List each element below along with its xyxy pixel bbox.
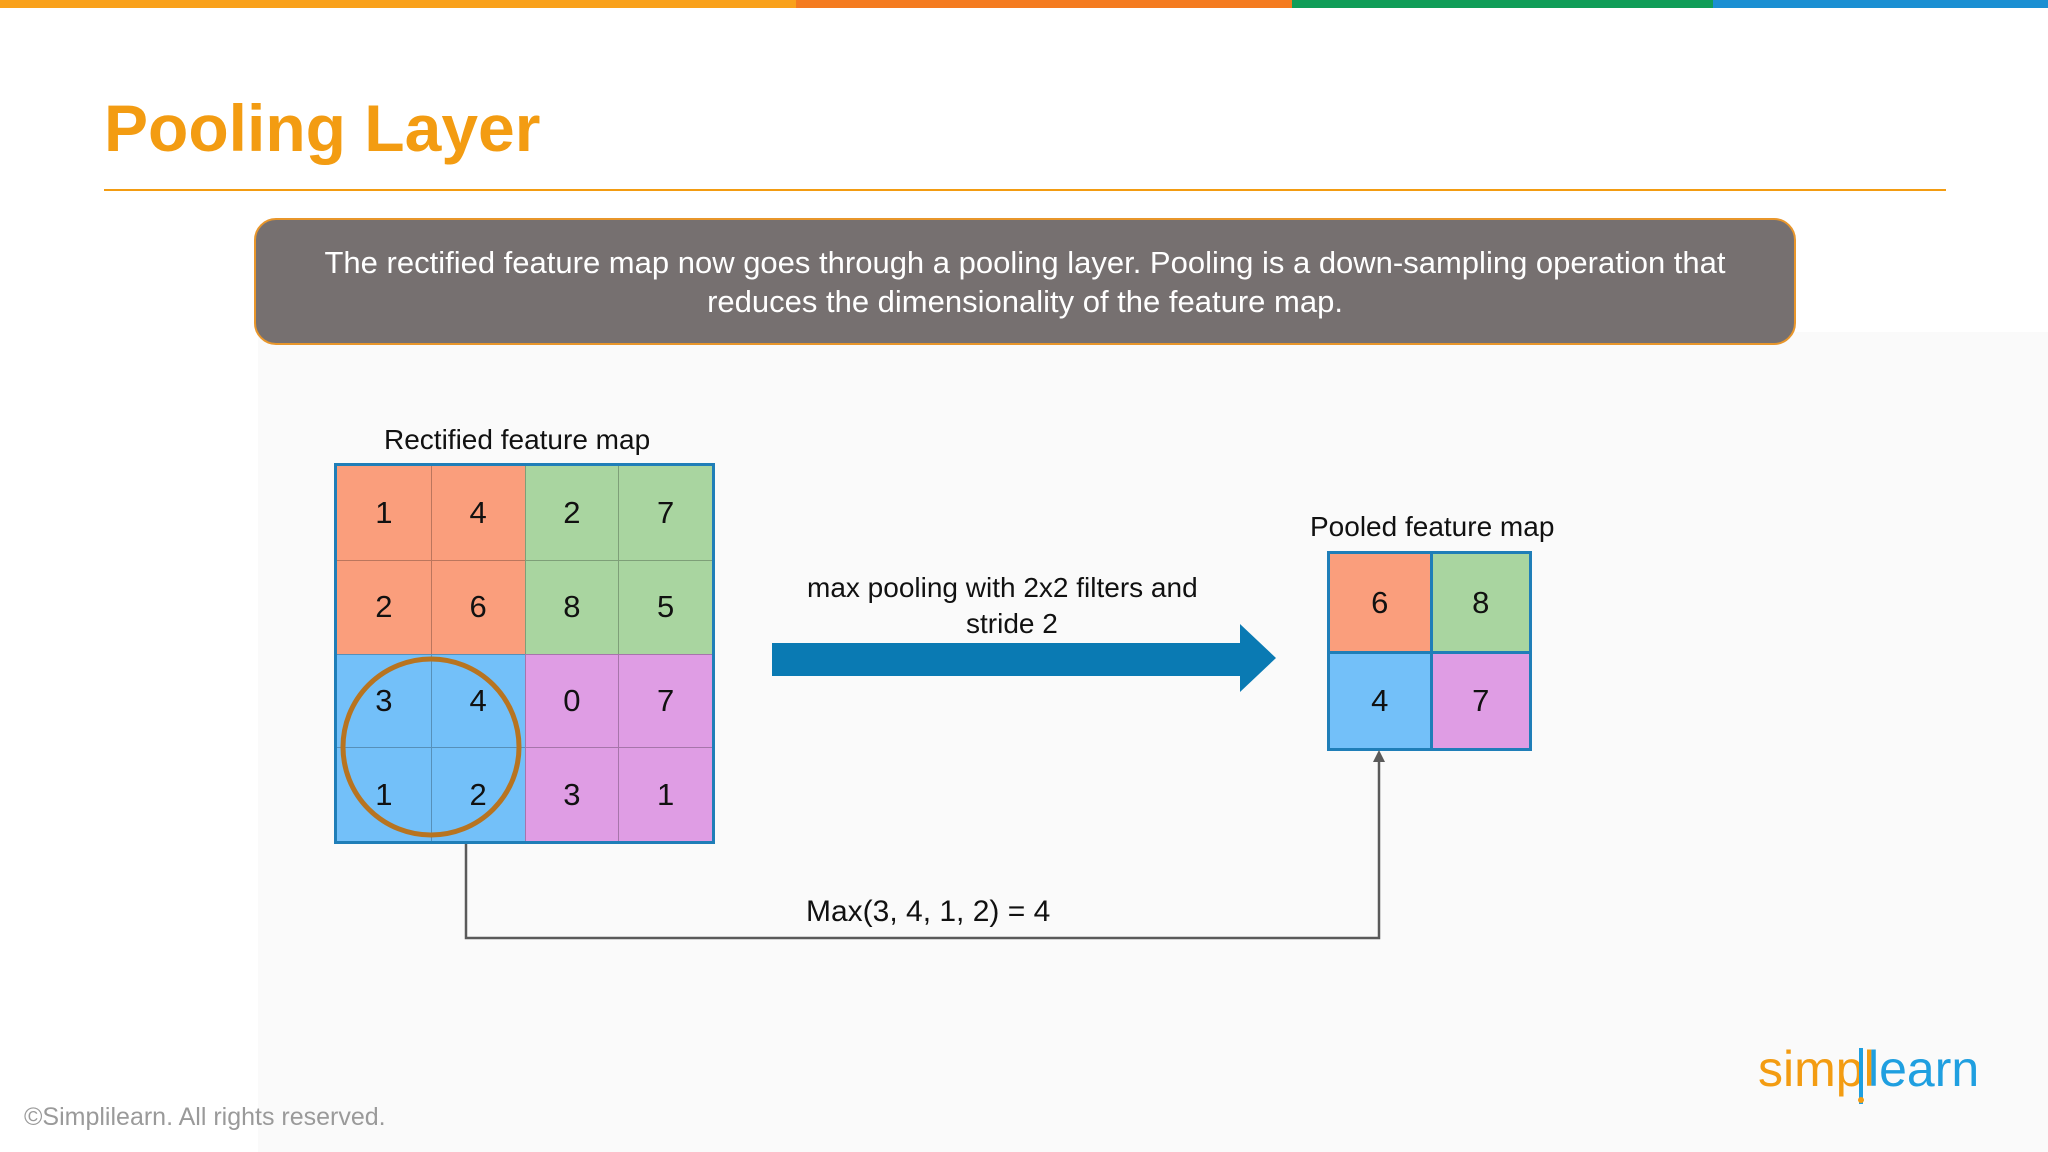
logo-text-learn: learn <box>1868 1041 1979 1097</box>
top-color-bar <box>0 0 2048 8</box>
pooled-cell: 4 <box>1330 651 1430 748</box>
pooling-window-highlight <box>340 656 522 838</box>
top-bar-segment-blue <box>1713 0 2048 8</box>
simplilearn-logo: simpl learn <box>1758 1040 1988 1110</box>
title-divider <box>104 189 1946 191</box>
logo-graphic: simpl learn <box>1758 1041 1979 1104</box>
rectified-cell: 5 <box>618 559 712 654</box>
callout-text: The rectified feature map now goes throu… <box>324 244 1726 319</box>
rectified-cell: 7 <box>618 466 712 560</box>
page-title: Pooling Layer <box>104 91 541 165</box>
logo-i-bar <box>1859 1048 1863 1104</box>
rectified-cell: 2 <box>337 559 431 654</box>
rectified-cell: 7 <box>618 653 712 748</box>
logo-text-simpl: simpl <box>1758 1041 1875 1097</box>
rectified-cell: 1 <box>618 747 712 841</box>
rectified-cell: 4 <box>430 653 525 748</box>
rectified-cell: 8 <box>524 559 619 654</box>
rectified-cell: 6 <box>430 559 525 654</box>
pooled-map-label: Pooled feature map <box>1310 511 1555 542</box>
logo-i-dot <box>1858 1097 1864 1103</box>
rectified-cell: 3 <box>337 653 431 748</box>
connector-arrowhead <box>1373 750 1385 762</box>
pooled-cell: 6 <box>1330 554 1430 651</box>
rectified-cell: 2 <box>430 747 525 841</box>
copyright-notice: ©Simplilearn. All rights reserved. <box>24 1103 386 1131</box>
top-bar-segment-orange <box>796 0 1292 8</box>
pooled-cell: 8 <box>1429 554 1529 651</box>
top-bar-segment-green <box>1292 0 1713 8</box>
description-callout: The rectified feature map now goes throu… <box>254 218 1796 345</box>
rectified-cell: 1 <box>337 466 431 560</box>
pooled-cell: 7 <box>1429 651 1529 748</box>
operation-label-line2: stride 2 <box>966 608 1058 639</box>
rectified-cell: 4 <box>430 466 525 560</box>
rectified-cell: 0 <box>524 653 619 748</box>
connector-line <box>464 758 1381 940</box>
rectified-map-label: Rectified feature map <box>384 424 651 455</box>
rectified-cell: 3 <box>524 747 619 841</box>
pooling-arrow <box>772 624 1276 692</box>
top-bar-segment-yellow <box>0 0 796 8</box>
max-formula-label: Max(3, 4, 1, 2) = 4 <box>806 895 1051 928</box>
operation-label-line1: max pooling with 2x2 filters and <box>807 572 1198 603</box>
rectified-cell: 2 <box>524 466 619 560</box>
rectified-cell: 1 <box>337 747 431 841</box>
